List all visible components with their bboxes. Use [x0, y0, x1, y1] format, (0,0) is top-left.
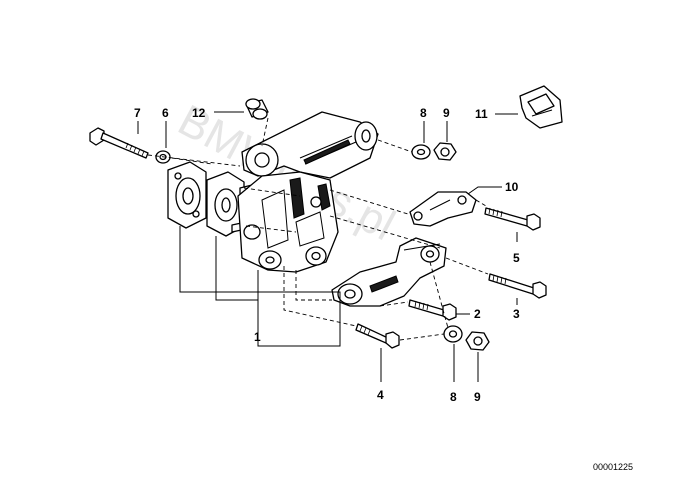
- callout-6: 6: [162, 106, 169, 120]
- callout-2: 2: [474, 307, 481, 321]
- callout-12: 12: [192, 106, 206, 120]
- callout-1: 1: [254, 330, 261, 344]
- lower-arm-bracket: [331, 237, 447, 307]
- callout-5: 5: [513, 251, 520, 265]
- callout-10: 10: [505, 180, 519, 194]
- callout-8-bottom: 8: [450, 390, 457, 404]
- washer-8-bottom: [443, 325, 463, 343]
- bolt-2: [408, 299, 457, 321]
- clamp-front: [167, 161, 207, 229]
- assembly-lines: [147, 117, 489, 341]
- callout-9-bottom: 9: [474, 390, 481, 404]
- bolt-3: [488, 273, 547, 299]
- nut-9-top: [433, 142, 457, 161]
- callout-4: 4: [377, 388, 384, 402]
- washer-8-top: [411, 144, 431, 160]
- bolt-5: [484, 207, 541, 231]
- clip-11: [519, 85, 563, 129]
- callouts: 7 6 12 8 9 11 10 5 2 3 1 4 8 9: [134, 106, 520, 404]
- main-bracket-1: [237, 111, 379, 273]
- sleeve-12: [245, 98, 269, 120]
- callout-8-top: 8: [420, 106, 427, 120]
- nut-9-bottom: [465, 331, 490, 351]
- leader-lines: [137, 111, 518, 382]
- bolt-7: [89, 127, 149, 159]
- bolt-4: [355, 323, 400, 349]
- callout-9-top: 9: [443, 106, 450, 120]
- document-number: 00001225: [593, 462, 633, 472]
- callout-11: 11: [475, 107, 488, 121]
- callout-7: 7: [134, 106, 141, 120]
- plate-10: [409, 191, 477, 227]
- callout-3: 3: [513, 307, 520, 321]
